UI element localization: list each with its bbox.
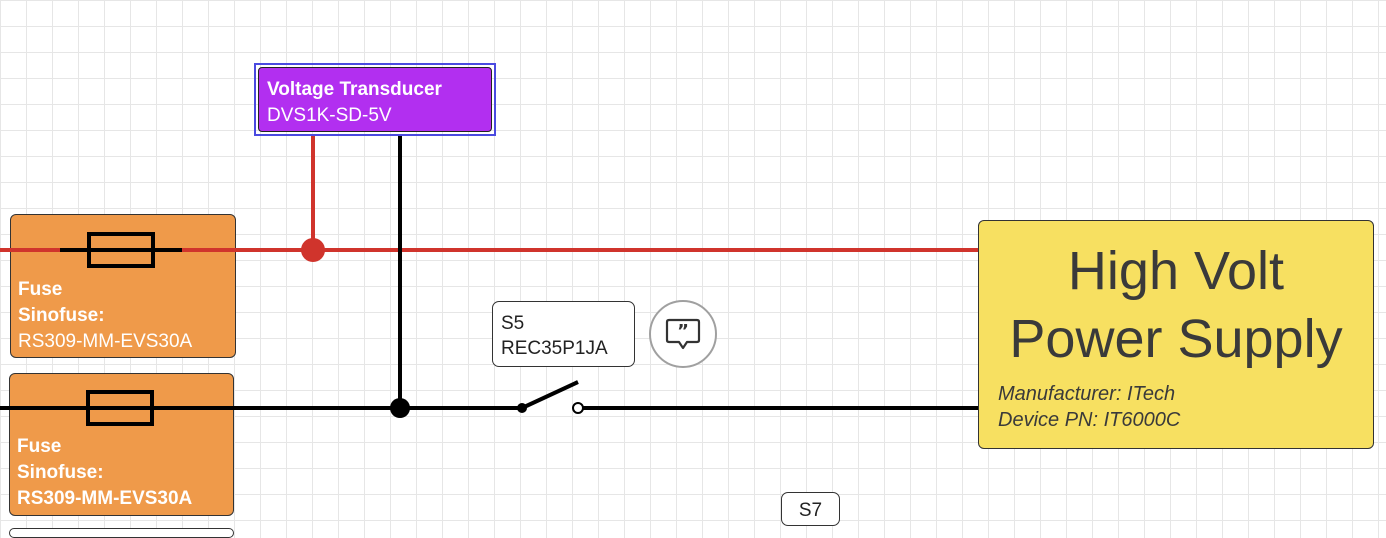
switch-s5-part: REC35P1JA <box>501 338 608 359</box>
positive-junction-dot <box>301 238 325 262</box>
switch-s5-name: S5 <box>501 313 525 334</box>
negative-junction-dot <box>390 398 410 418</box>
power-supply-meta: Manufacturer: ITech Device PN: IT6000C <box>979 381 1373 433</box>
fuse-part: RS309-MM-EVS30A <box>18 331 193 352</box>
switch-s5-label[interactable]: S5 REC35P1JA <box>492 301 635 367</box>
switch-s5-symbol-icon[interactable] <box>517 380 584 414</box>
voltage-transducer-body: Voltage Transducer DVS1K-SD-5V <box>258 67 492 132</box>
voltage-transducer-part: DVS1K-SD-5V <box>267 105 392 126</box>
voltage-transducer-title: Voltage Transducer <box>267 79 442 100</box>
voltage-transducer-block[interactable]: Voltage Transducer DVS1K-SD-5V <box>254 63 496 136</box>
fuse-maker: Sinofuse: <box>18 305 105 326</box>
fuse-symbol-icon <box>60 232 182 268</box>
power-supply-block[interactable]: High Volt Power Supply Manufacturer: ITe… <box>978 220 1374 449</box>
power-supply-title-line1: High Volt <box>1067 241 1285 301</box>
power-supply-device-pn: Device PN: IT6000C <box>998 409 1181 431</box>
switch-s7-label[interactable]: S7 <box>781 492 840 526</box>
switch-s7-name: S7 <box>798 500 823 521</box>
fuse-title: Fuse <box>17 436 62 457</box>
fuse-block-1[interactable]: Fuse Sinofuse: RS309-MM-EVS30A <box>10 214 236 358</box>
power-supply-manufacturer: Manufacturer: ITech <box>998 383 1176 405</box>
fuse-symbol-icon <box>86 390 154 426</box>
fuse-maker: Sinofuse: <box>17 462 104 483</box>
svg-text:”: ” <box>677 321 689 342</box>
power-supply-title: High Volt Power Supply <box>979 237 1373 373</box>
fuse-part: RS309-MM-EVS30A <box>17 488 193 509</box>
comment-button[interactable]: ” <box>649 300 717 368</box>
comment-quote-icon: ” <box>665 318 701 350</box>
fuse-block-2[interactable]: Fuse Sinofuse: RS309-MM-EVS30A <box>9 373 234 516</box>
fuse-title: Fuse <box>18 279 63 300</box>
power-supply-title-line2: Power Supply <box>1009 309 1343 369</box>
